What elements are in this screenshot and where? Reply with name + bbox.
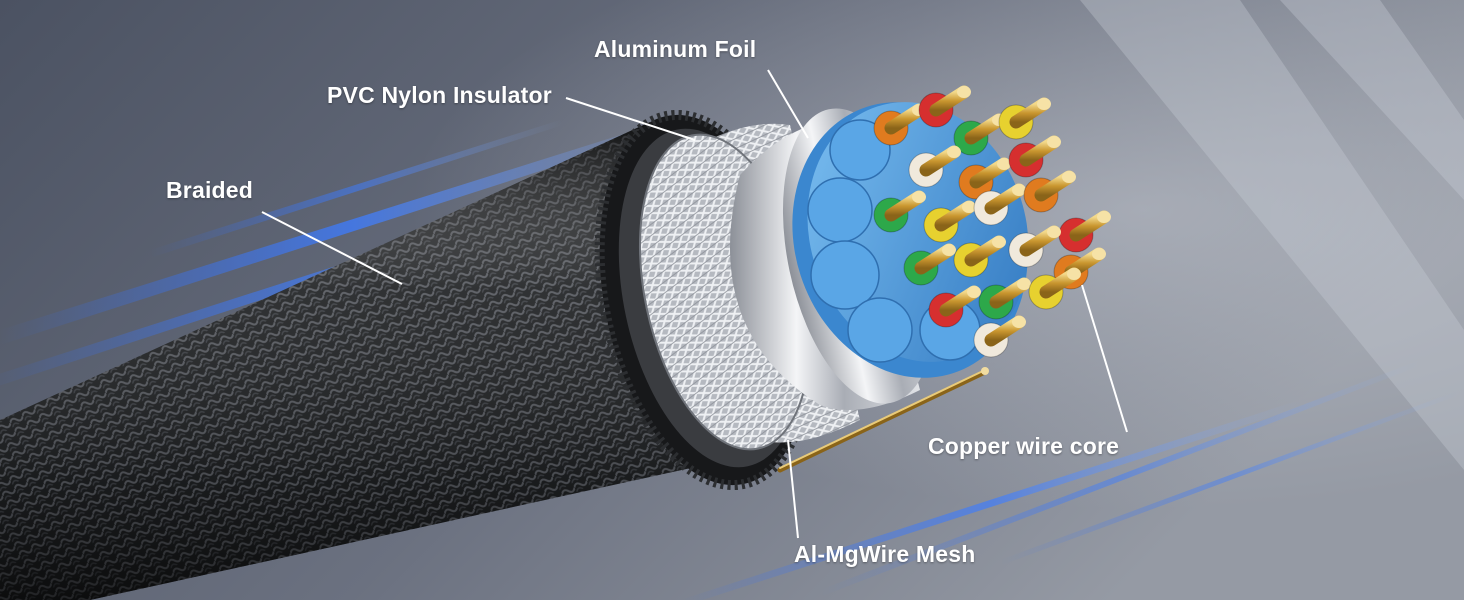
conductor — [918, 85, 971, 128]
conductor — [958, 157, 1011, 200]
conductor — [873, 190, 926, 233]
leader-aluminum-foil — [767, 69, 809, 139]
label-pvc-nylon-insulator: PVC Nylon Insulator — [327, 82, 552, 108]
conductor — [1023, 170, 1076, 213]
conductor — [1008, 135, 1061, 178]
leader-braided — [261, 211, 403, 285]
blue-light-streaks — [0, 110, 1462, 600]
conductor — [923, 200, 976, 243]
conductor — [998, 97, 1051, 140]
conductor — [953, 235, 1006, 278]
conductor — [928, 285, 981, 328]
conductor — [1008, 225, 1061, 268]
light-rays — [1080, 0, 1464, 470]
conductor — [903, 243, 956, 286]
leader-copper-wire-core — [1081, 284, 1128, 433]
label-al-mg-wire-mesh: Al-MgWire Mesh — [794, 541, 976, 567]
conductor — [973, 315, 1026, 358]
braided-jacket — [0, 122, 700, 600]
conductor — [973, 183, 1026, 226]
drain-wire — [777, 367, 989, 473]
label-copper-wire-core: Copper wire core — [928, 433, 1120, 459]
copper-conductors — [873, 85, 1111, 358]
leader-al-mg-wire-mesh — [787, 439, 799, 539]
leader-lines — [261, 69, 1128, 539]
conductor — [978, 277, 1031, 320]
label-braided: Braided — [166, 177, 254, 203]
leader-pvc-nylon-insulator — [565, 97, 696, 141]
label-aluminum-foil: Aluminum Foil — [594, 36, 757, 62]
conductor — [873, 103, 926, 146]
conductor — [1058, 210, 1111, 253]
conductor — [908, 145, 961, 188]
conductor — [1028, 267, 1081, 310]
